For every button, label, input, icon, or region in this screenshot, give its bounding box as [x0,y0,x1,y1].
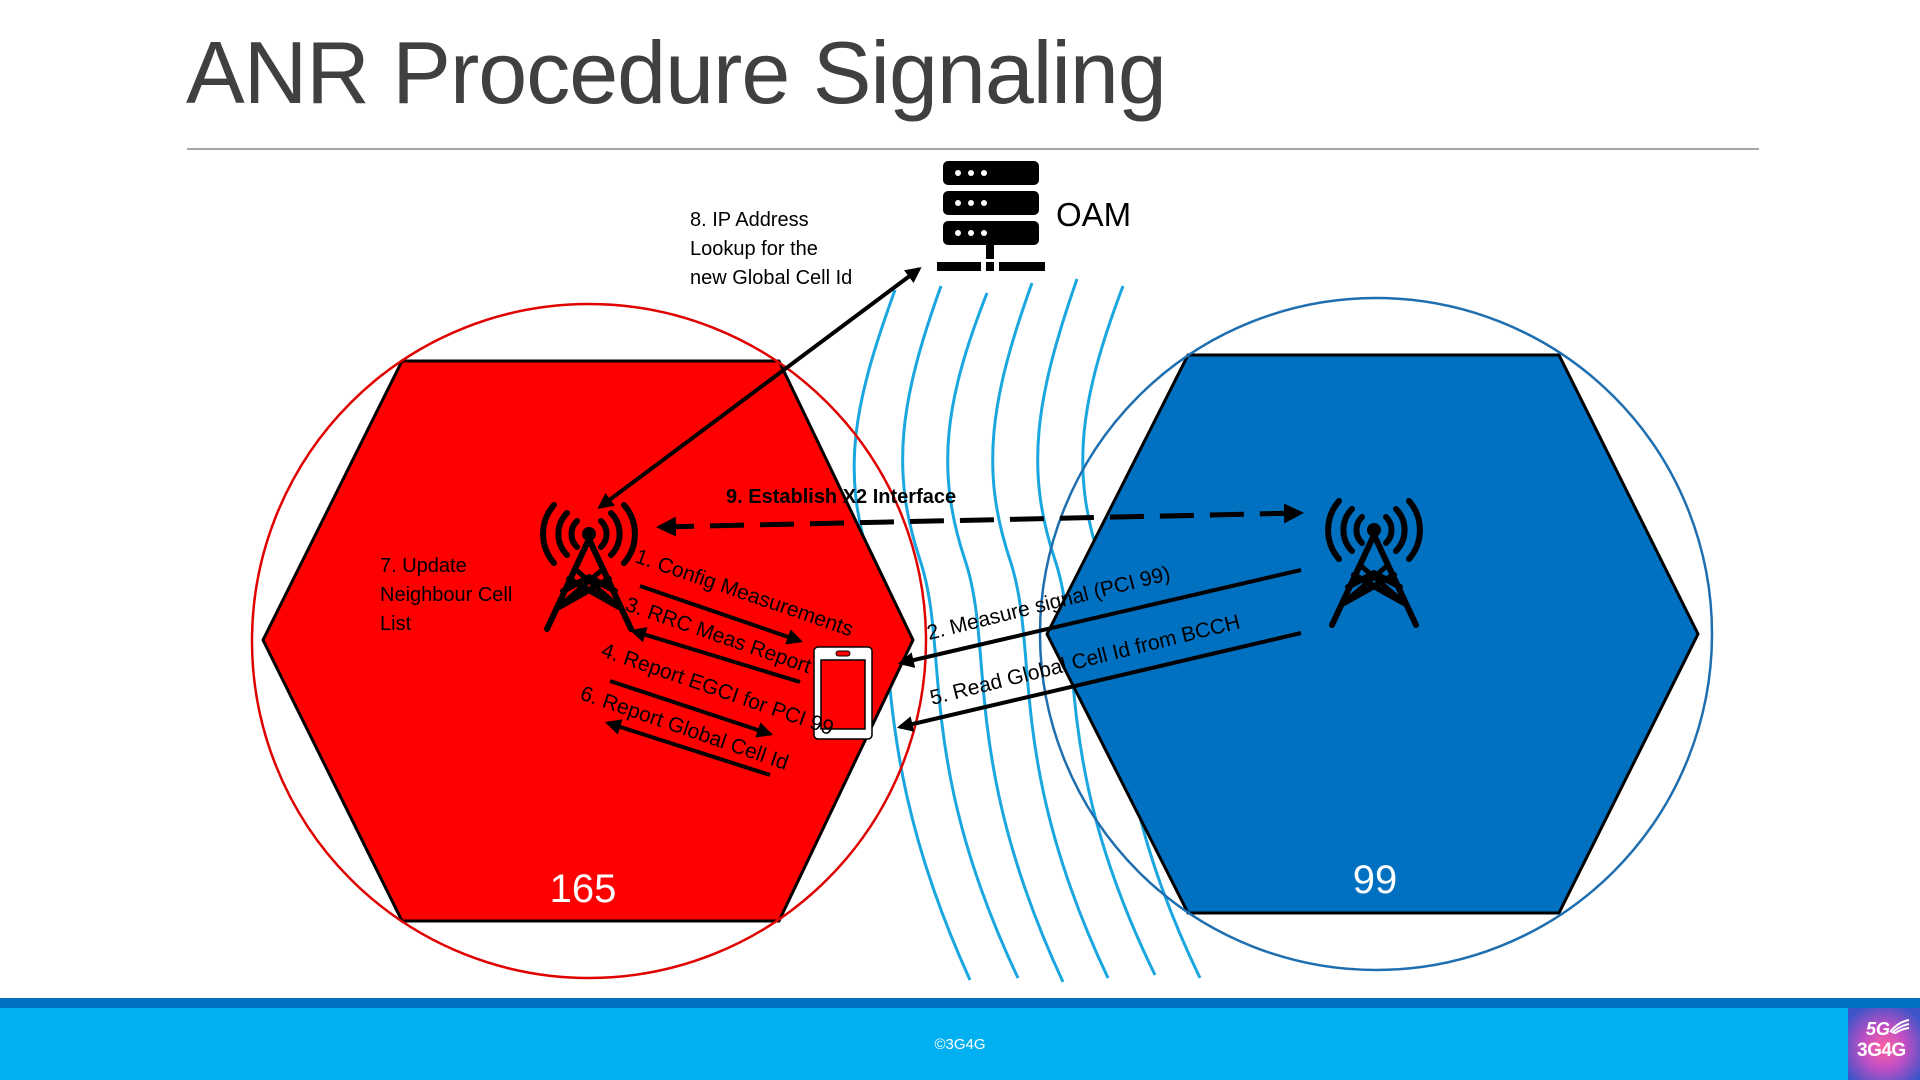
title-divider [187,148,1759,150]
arrow-step-3-meas-report [629,627,801,684]
signal-wave-icon [1889,1019,1910,1034]
slide-title: ANR Procedure Signaling [186,23,1167,122]
serving-cell-coverage [250,302,928,980]
radio-wave [991,282,1110,979]
radio-wave [946,292,1065,983]
arrow-step-1-config [639,584,804,645]
step-7-label: 7. Update Neighbour Cell List [380,555,518,635]
radio-wave [1036,278,1157,976]
ue-phone-icon [813,646,873,740]
neighbour-cell-id: 99 [1353,858,1398,902]
3g4g-logo: 5G 3G4G [1848,1008,1920,1080]
serving-cell-id: 165 [550,867,617,911]
logo-3g4g-text: 3G4G [1857,1040,1906,1061]
arrow-step-8-oam-lookup [597,267,922,509]
arrow-step-4-report-egci [609,679,774,738]
serving-cell-hexagon [261,359,915,923]
arrow-step-9-x2 [656,503,1304,537]
step-9-label: 9. Establish X2 Interface [726,486,956,508]
copyright-text: ©3G4G [934,1036,986,1053]
arrow-step-6-report-gci [604,719,771,777]
logo-5g-text: 5G [1866,1019,1891,1039]
oam-label: OAM [1056,196,1131,233]
arrow-step-5-read-bcch [896,631,1302,732]
oam-server-icon [937,161,1045,271]
footer-bar [0,1008,1920,1080]
arrow-step-2-measure [897,568,1302,668]
step-8-label: 8. IP Address Lookup for the new Global … [690,209,852,289]
footer-strip [0,998,1920,1008]
neighbour-cell-coverage [1038,296,1714,972]
